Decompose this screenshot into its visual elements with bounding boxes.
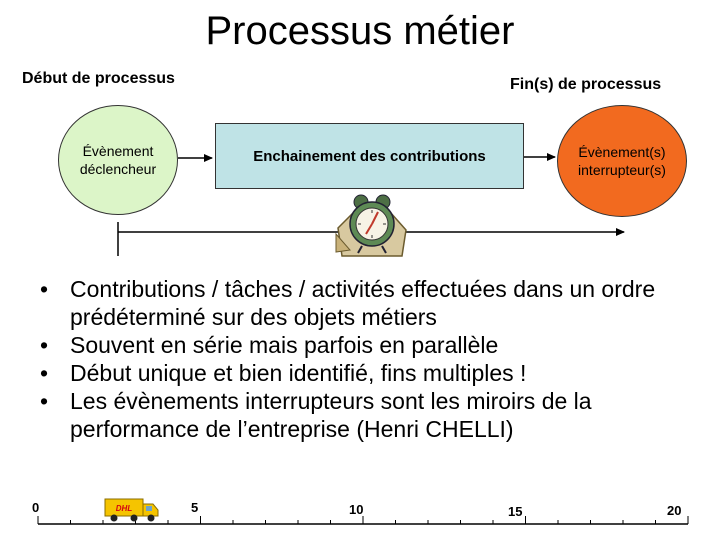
bullet-item: Début unique et bien identifié, fins mul… <box>40 359 700 387</box>
end-event-line2: interrupteur(s) <box>578 162 666 178</box>
process-chain-label: Enchainement des contributions <box>253 147 486 165</box>
start-event-line2: déclencheur <box>79 161 157 177</box>
end-of-process-label: Fin(s) de processus <box>510 76 662 93</box>
ruler-tick-label: 20 <box>667 503 682 518</box>
start-of-process-label: Début de processus <box>22 70 175 87</box>
start-event-circle: Évènement déclencheur <box>58 105 178 215</box>
end-event-line1: Évènement(s) <box>578 144 666 160</box>
clock-icon <box>335 194 407 257</box>
truck-brand: DHL <box>116 504 133 513</box>
truck-icon: DHL <box>104 498 159 522</box>
timeline-ruler <box>37 516 689 525</box>
bullet-list: Contributions / tâches / activités effec… <box>40 275 700 443</box>
bullet-item: Les évènements interrupteurs sont les mi… <box>40 387 700 443</box>
page-title: Processus métier <box>205 9 515 53</box>
bullet-item: Souvent en série mais parfois en parallè… <box>40 331 700 359</box>
ruler-tick-label: 5 <box>191 500 199 515</box>
process-chain-box: Enchainement des contributions <box>215 123 524 189</box>
start-event-line1: Évènement <box>82 143 154 159</box>
ruler-tick-label: 15 <box>508 504 523 519</box>
ruler-tick-label: 0 <box>32 500 40 515</box>
bullet-item: Contributions / tâches / activités effec… <box>40 275 700 331</box>
end-event-circle: Évènement(s) interrupteur(s) <box>557 105 687 217</box>
ruler-tick-label: 10 <box>349 502 364 517</box>
